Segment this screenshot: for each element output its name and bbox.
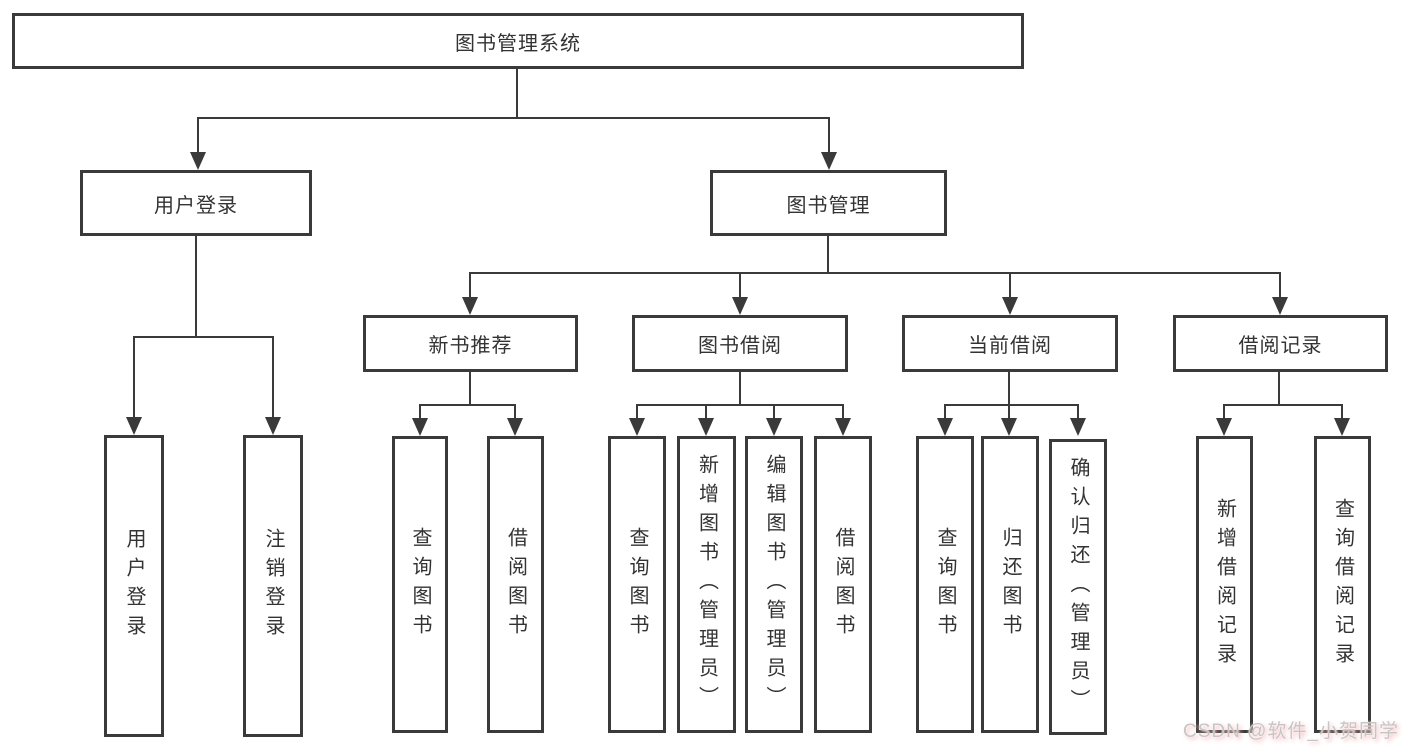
connector-tail-leaf-user-login bbox=[133, 336, 135, 419]
leaf-records-query-borrow-record: 查询借阅记录 bbox=[1314, 436, 1371, 733]
connector-tail-g2-borrow bbox=[842, 404, 844, 419]
leaf-current-query-books: 查询图书 bbox=[916, 436, 974, 733]
leaf-label: 确认归还（管理员） bbox=[1067, 456, 1089, 718]
connector-group4-rail bbox=[1224, 404, 1342, 406]
leaf-label: 查询图书 bbox=[934, 526, 956, 643]
node-book-borrow: 图书借阅 bbox=[632, 315, 848, 372]
connector-tail-g2-query bbox=[636, 404, 638, 419]
leaf-label: 注销登录 bbox=[262, 528, 284, 644]
arrowhead-g2-query bbox=[629, 418, 645, 436]
leaf-recommend-query-books: 查询图书 bbox=[392, 436, 448, 733]
connector-group2-rail bbox=[637, 404, 843, 406]
leaf-label: 查询图书 bbox=[409, 526, 431, 643]
node-label: 图书管理 bbox=[786, 194, 871, 217]
arrowhead-g1-query bbox=[412, 418, 428, 436]
connector-tail-g2-edit bbox=[773, 404, 775, 419]
connector-root-stem bbox=[516, 69, 518, 118]
connector-book-management-rail bbox=[470, 272, 1280, 274]
leaf-label: 新增图书（管理员） bbox=[695, 454, 718, 715]
leaf-borrow-query-books: 查询图书 bbox=[608, 436, 666, 733]
leaf-current-return-books: 归还图书 bbox=[981, 436, 1039, 733]
connector-tail-current-borrow bbox=[1009, 272, 1011, 299]
arrowhead-g3-confirm bbox=[1070, 418, 1086, 436]
arrowhead-leaf-logout bbox=[265, 417, 281, 435]
arrowhead-book-borrow bbox=[732, 297, 748, 315]
arrowhead-g2-borrow bbox=[835, 418, 851, 436]
arrowhead-g1-borrow bbox=[507, 418, 523, 436]
leaf-borrow-add-books-admin: 新增图书（管理员） bbox=[677, 436, 736, 733]
csdn-watermark: CSDN @软件_小贺同学 bbox=[1183, 721, 1399, 742]
leaf-label: 归还图书 bbox=[999, 526, 1021, 643]
connector-group3-rail bbox=[945, 404, 1078, 406]
leaf-recommend-borrow-books: 借阅图书 bbox=[487, 436, 544, 733]
node-library-management-system: 图书管理系统 bbox=[12, 13, 1024, 69]
connector-tail-g1-query bbox=[419, 404, 421, 419]
connector-tail-g3-query bbox=[944, 404, 946, 419]
arrowhead-current-borrow bbox=[1002, 297, 1018, 315]
arrowhead-g2-edit bbox=[766, 418, 782, 436]
connector-tail-g3-confirm bbox=[1077, 404, 1079, 419]
arrowhead-g3-query bbox=[937, 418, 953, 436]
arrowhead-g2-add bbox=[698, 418, 714, 436]
leaf-borrow-borrow-books: 借阅图书 bbox=[814, 436, 872, 733]
node-book-management: 图书管理 bbox=[710, 170, 947, 236]
connector-tail-leaf-logout bbox=[272, 336, 274, 419]
node-new-book-recommend: 新书推荐 bbox=[363, 315, 578, 372]
arrowhead-borrow-records bbox=[1272, 297, 1288, 315]
node-label: 新书推荐 bbox=[428, 335, 513, 357]
node-label: 借阅记录 bbox=[1238, 335, 1323, 357]
leaf-current-confirm-return-admin: 确认归还（管理员） bbox=[1049, 439, 1107, 735]
connector-group4-stem bbox=[1278, 372, 1280, 405]
leaf-label: 编辑图书（管理员） bbox=[763, 454, 785, 715]
connector-tail-borrow-records bbox=[1279, 272, 1281, 299]
connector-tail-g1-borrow bbox=[514, 404, 516, 419]
connector-user-login-rail bbox=[134, 336, 273, 338]
leaf-records-add-borrow-record: 新增借阅记录 bbox=[1196, 436, 1253, 733]
arrowhead-leaf-user-login bbox=[126, 417, 142, 435]
connector-group3-stem bbox=[1008, 372, 1010, 405]
node-borrow-records: 借阅记录 bbox=[1173, 315, 1388, 372]
arrowhead-g4-add bbox=[1216, 418, 1232, 436]
node-current-borrow: 当前借阅 bbox=[902, 315, 1118, 372]
connector-tail-user-login bbox=[197, 117, 199, 154]
connector-tail-book-borrow bbox=[739, 272, 741, 299]
arrowhead-new-book-recommend bbox=[462, 297, 478, 315]
connector-group1-rail bbox=[420, 404, 516, 406]
node-label: 图书借阅 bbox=[698, 335, 782, 357]
node-label: 当前借阅 bbox=[968, 335, 1052, 357]
connector-group1-stem bbox=[469, 372, 471, 405]
connector-user-login-stem bbox=[195, 236, 197, 337]
connector-root-rail bbox=[198, 117, 830, 119]
connector-tail-g2-add bbox=[705, 404, 707, 419]
leaf-label: 借阅图书 bbox=[504, 526, 527, 643]
leaf-borrow-edit-books-admin: 编辑图书（管理员） bbox=[745, 436, 803, 733]
leaf-label: 新增借阅记录 bbox=[1213, 497, 1236, 672]
connector-tail-new-book-recommend bbox=[469, 272, 471, 299]
connector-book-management-stem bbox=[827, 236, 829, 273]
node-label: 图书管理系统 bbox=[455, 32, 581, 55]
leaf-label: 查询图书 bbox=[626, 526, 648, 643]
connector-tail-g3-return bbox=[1008, 404, 1010, 419]
connector-tail-book-management bbox=[828, 117, 830, 154]
arrowhead-g3-return bbox=[1001, 418, 1017, 436]
connector-tail-g4-add bbox=[1223, 404, 1225, 419]
leaf-label: 借阅图书 bbox=[832, 526, 854, 643]
leaf-label: 查询借阅记录 bbox=[1331, 497, 1354, 672]
connector-tail-g4-query bbox=[1341, 404, 1343, 419]
arrowhead-g4-query bbox=[1334, 418, 1350, 436]
connector-group2-stem bbox=[739, 372, 741, 405]
node-label: 用户登录 bbox=[154, 194, 238, 217]
leaf-user-login: 用户登录 bbox=[104, 435, 164, 737]
node-user-login: 用户登录 bbox=[80, 170, 312, 236]
arrowhead-user-login bbox=[190, 152, 206, 170]
leaf-logout: 注销登录 bbox=[243, 435, 303, 737]
arrowhead-book-management bbox=[821, 152, 837, 170]
leaf-label: 用户登录 bbox=[123, 528, 145, 644]
